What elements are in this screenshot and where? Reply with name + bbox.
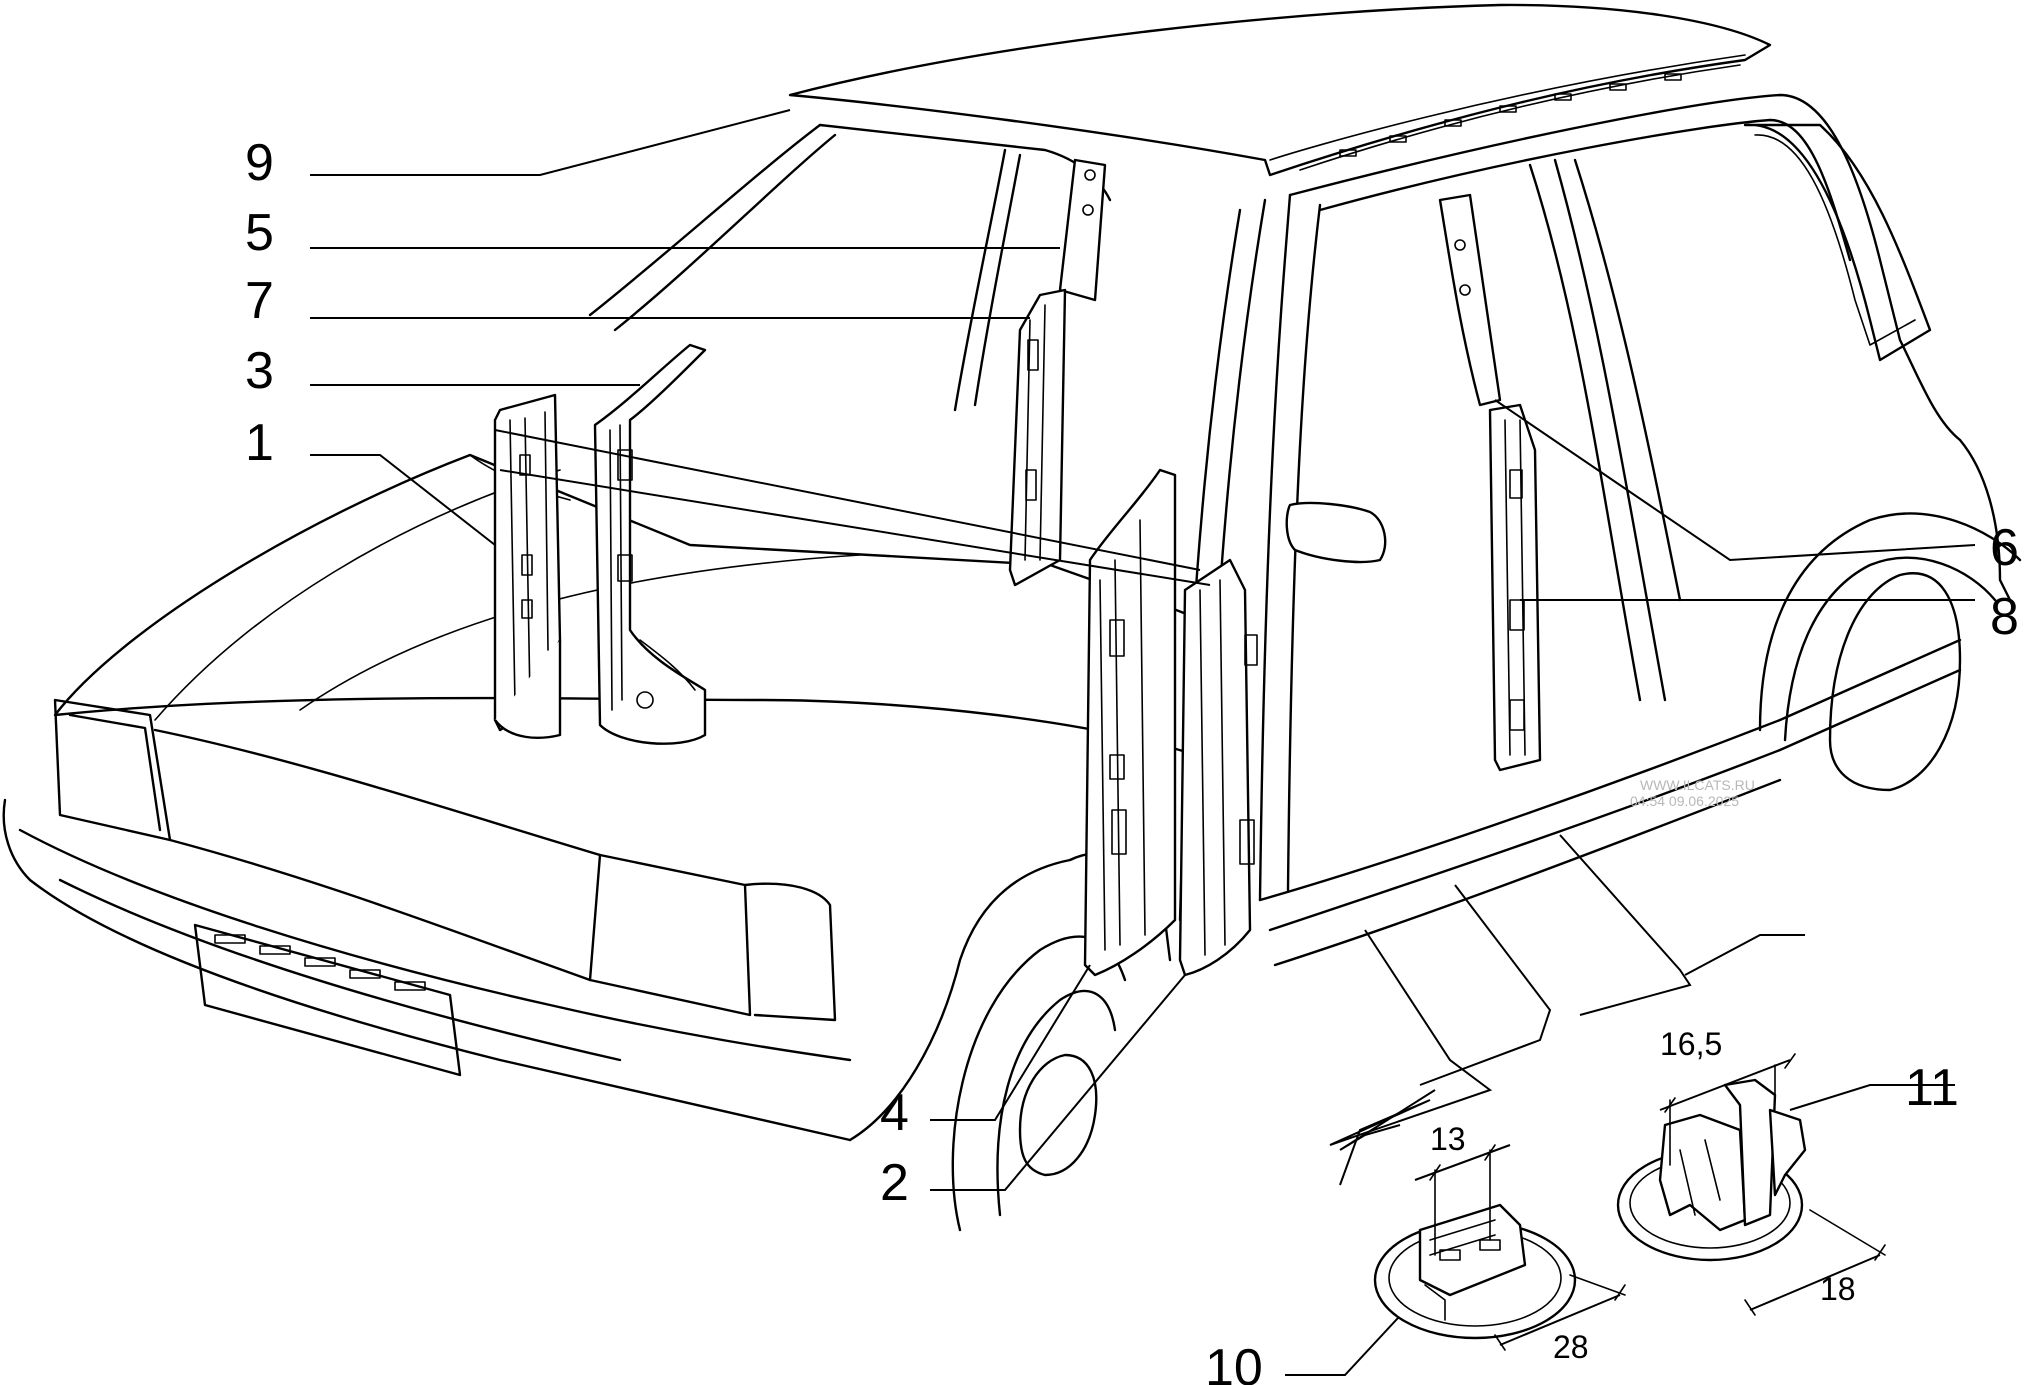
dimension-labels: 13 28 16,5 18 (1430, 1026, 1856, 1365)
clip-10 (1373, 1144, 1626, 1351)
dim-line-28 (1499, 1294, 1621, 1346)
leader-2 (930, 974, 1186, 1191)
part-6-pillar-seal (1438, 193, 1502, 407)
clip-11 (1616, 1053, 1886, 1316)
part-4-pillar-seal (1083, 468, 1177, 977)
right-headlight (588, 853, 752, 1017)
callout-7: 7 (245, 272, 274, 330)
dim-label-28: 28 (1553, 1329, 1589, 1365)
side-mirror (1285, 501, 1387, 564)
windscreen-frame (588, 123, 837, 332)
watermark-line2: 04:54 09.06.2025 (1630, 793, 1739, 809)
part-2-pillar-seal (1178, 558, 1252, 977)
grille-slots (214, 934, 426, 991)
a-pillar-seal-parts (493, 158, 1542, 977)
front-wheel (951, 935, 1127, 1232)
rear-wheel-arch (1758, 512, 2022, 732)
dim-label-13: 13 (1430, 1121, 1466, 1157)
part-8-pillar-seal (1488, 403, 1542, 772)
callout-4: 4 (880, 1084, 909, 1142)
callout-8: 8 (1990, 588, 2019, 646)
leader-6 (1494, 399, 1976, 562)
dim-line-13 (1414, 1144, 1511, 1181)
callout-6: 6 (1990, 519, 2019, 577)
watermark-line1: WWW.ILCATS.RU (1640, 777, 1755, 793)
dim-line-16-5 (1659, 1059, 1791, 1111)
rear-door-frame (1258, 193, 1322, 902)
callout-2: 2 (880, 1154, 909, 1212)
part-3-pillar-seal (593, 343, 707, 745)
roof-rail-slots (1339, 73, 1682, 157)
leader-1c (499, 469, 1211, 586)
callout-11: 11 (1905, 1059, 1959, 1117)
roof-panel (788, 3, 1772, 177)
leader-1 (310, 454, 496, 546)
leader-4 (930, 964, 1091, 1121)
callout-5: 5 (245, 204, 274, 262)
leader-11 (1789, 1084, 1955, 1111)
number-plate (193, 923, 462, 1077)
callout-1: 1 (245, 414, 274, 472)
leader-lines (310, 109, 1976, 1376)
callout-10: 10 (1205, 1339, 1263, 1385)
watermark: WWW.ILCATS.RU 04:54 09.06.2025 (1630, 777, 1755, 809)
callout-labels: 9 5 7 3 1 6 8 4 2 10 11 (245, 134, 2019, 1385)
callout-9: 9 (245, 134, 274, 192)
leader-9 (310, 109, 791, 176)
dim-line-18 (1749, 1254, 1881, 1311)
left-headlight (53, 698, 172, 842)
front-bumper (2, 798, 852, 1142)
leader-1b (494, 429, 1201, 571)
callout-3: 3 (245, 342, 274, 400)
leader-10 (1285, 1304, 1411, 1376)
part-7-pillar-seal (1008, 288, 1067, 587)
part-5-pillar-seal (1058, 158, 1107, 302)
dim-label-18: 18 (1820, 1271, 1856, 1307)
dim-label-16-5: 16,5 (1660, 1026, 1722, 1062)
